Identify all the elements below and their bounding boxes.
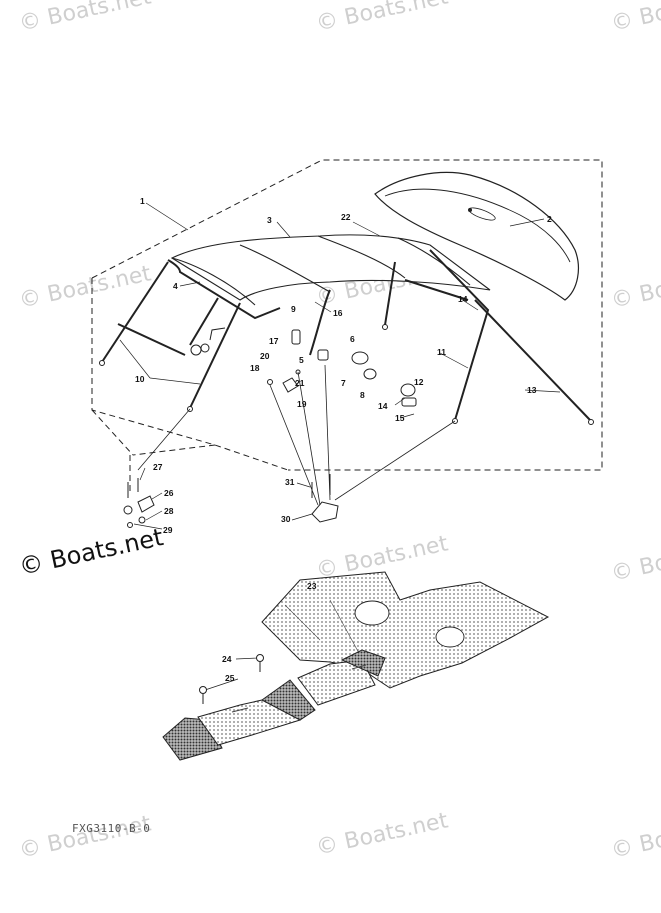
hardware-parts [123, 327, 417, 528]
part-label: 25 [225, 673, 235, 683]
part-label: 1 [140, 196, 145, 206]
floor-mat-upper [261, 571, 550, 689]
part-label: 23 [307, 581, 317, 591]
part-label: 28 [164, 506, 174, 516]
part-number-labels: 1 2 3 4 5 6 7 8 9 10 11 12 13 14 14 15 1… [135, 196, 552, 683]
part-label: 3 [267, 215, 272, 225]
part-label: 17 [269, 336, 279, 346]
part-label: 24 [222, 654, 232, 664]
part-label: 26 [164, 488, 174, 498]
diagram-code: FXG3110-B-0 [72, 822, 151, 835]
bimini-canopy [170, 234, 491, 306]
part-label: 15 [395, 413, 405, 423]
part-label: 21 [295, 378, 305, 388]
part-label: 6 [350, 334, 355, 344]
part-label: 8 [360, 390, 365, 400]
part-label: 30 [281, 514, 291, 524]
part-label: 7 [341, 378, 346, 388]
assembly-boundary [91, 159, 603, 495]
frame-end-caps [99, 324, 594, 425]
part-label: 9 [291, 304, 296, 314]
part-label: 14 [378, 401, 388, 411]
part-label: 16 [333, 308, 343, 318]
part-label: 11 [437, 347, 446, 357]
connection-lines [137, 364, 456, 506]
part-label: 31 [285, 477, 295, 487]
leader-lines [119, 202, 561, 691]
mat-fasteners [199, 654, 264, 704]
part-label: 13 [527, 385, 537, 395]
part-label: 29 [163, 525, 173, 535]
part-label: 27 [153, 462, 163, 472]
floor-mat-lower [162, 649, 386, 761]
part-label: 14 [458, 294, 468, 304]
part-label: 2 [547, 214, 552, 224]
part-label: 19 [297, 399, 307, 409]
part-label: 4 [173, 281, 178, 291]
storage-boot [374, 171, 579, 301]
part-label: 18 [250, 363, 260, 373]
part-label: 22 [341, 212, 351, 222]
part-label: 12 [414, 377, 424, 387]
part-label: 5 [299, 355, 304, 365]
part-label: 10 [135, 374, 145, 384]
bimini-frame [101, 249, 591, 421]
part-label: 20 [260, 351, 270, 361]
